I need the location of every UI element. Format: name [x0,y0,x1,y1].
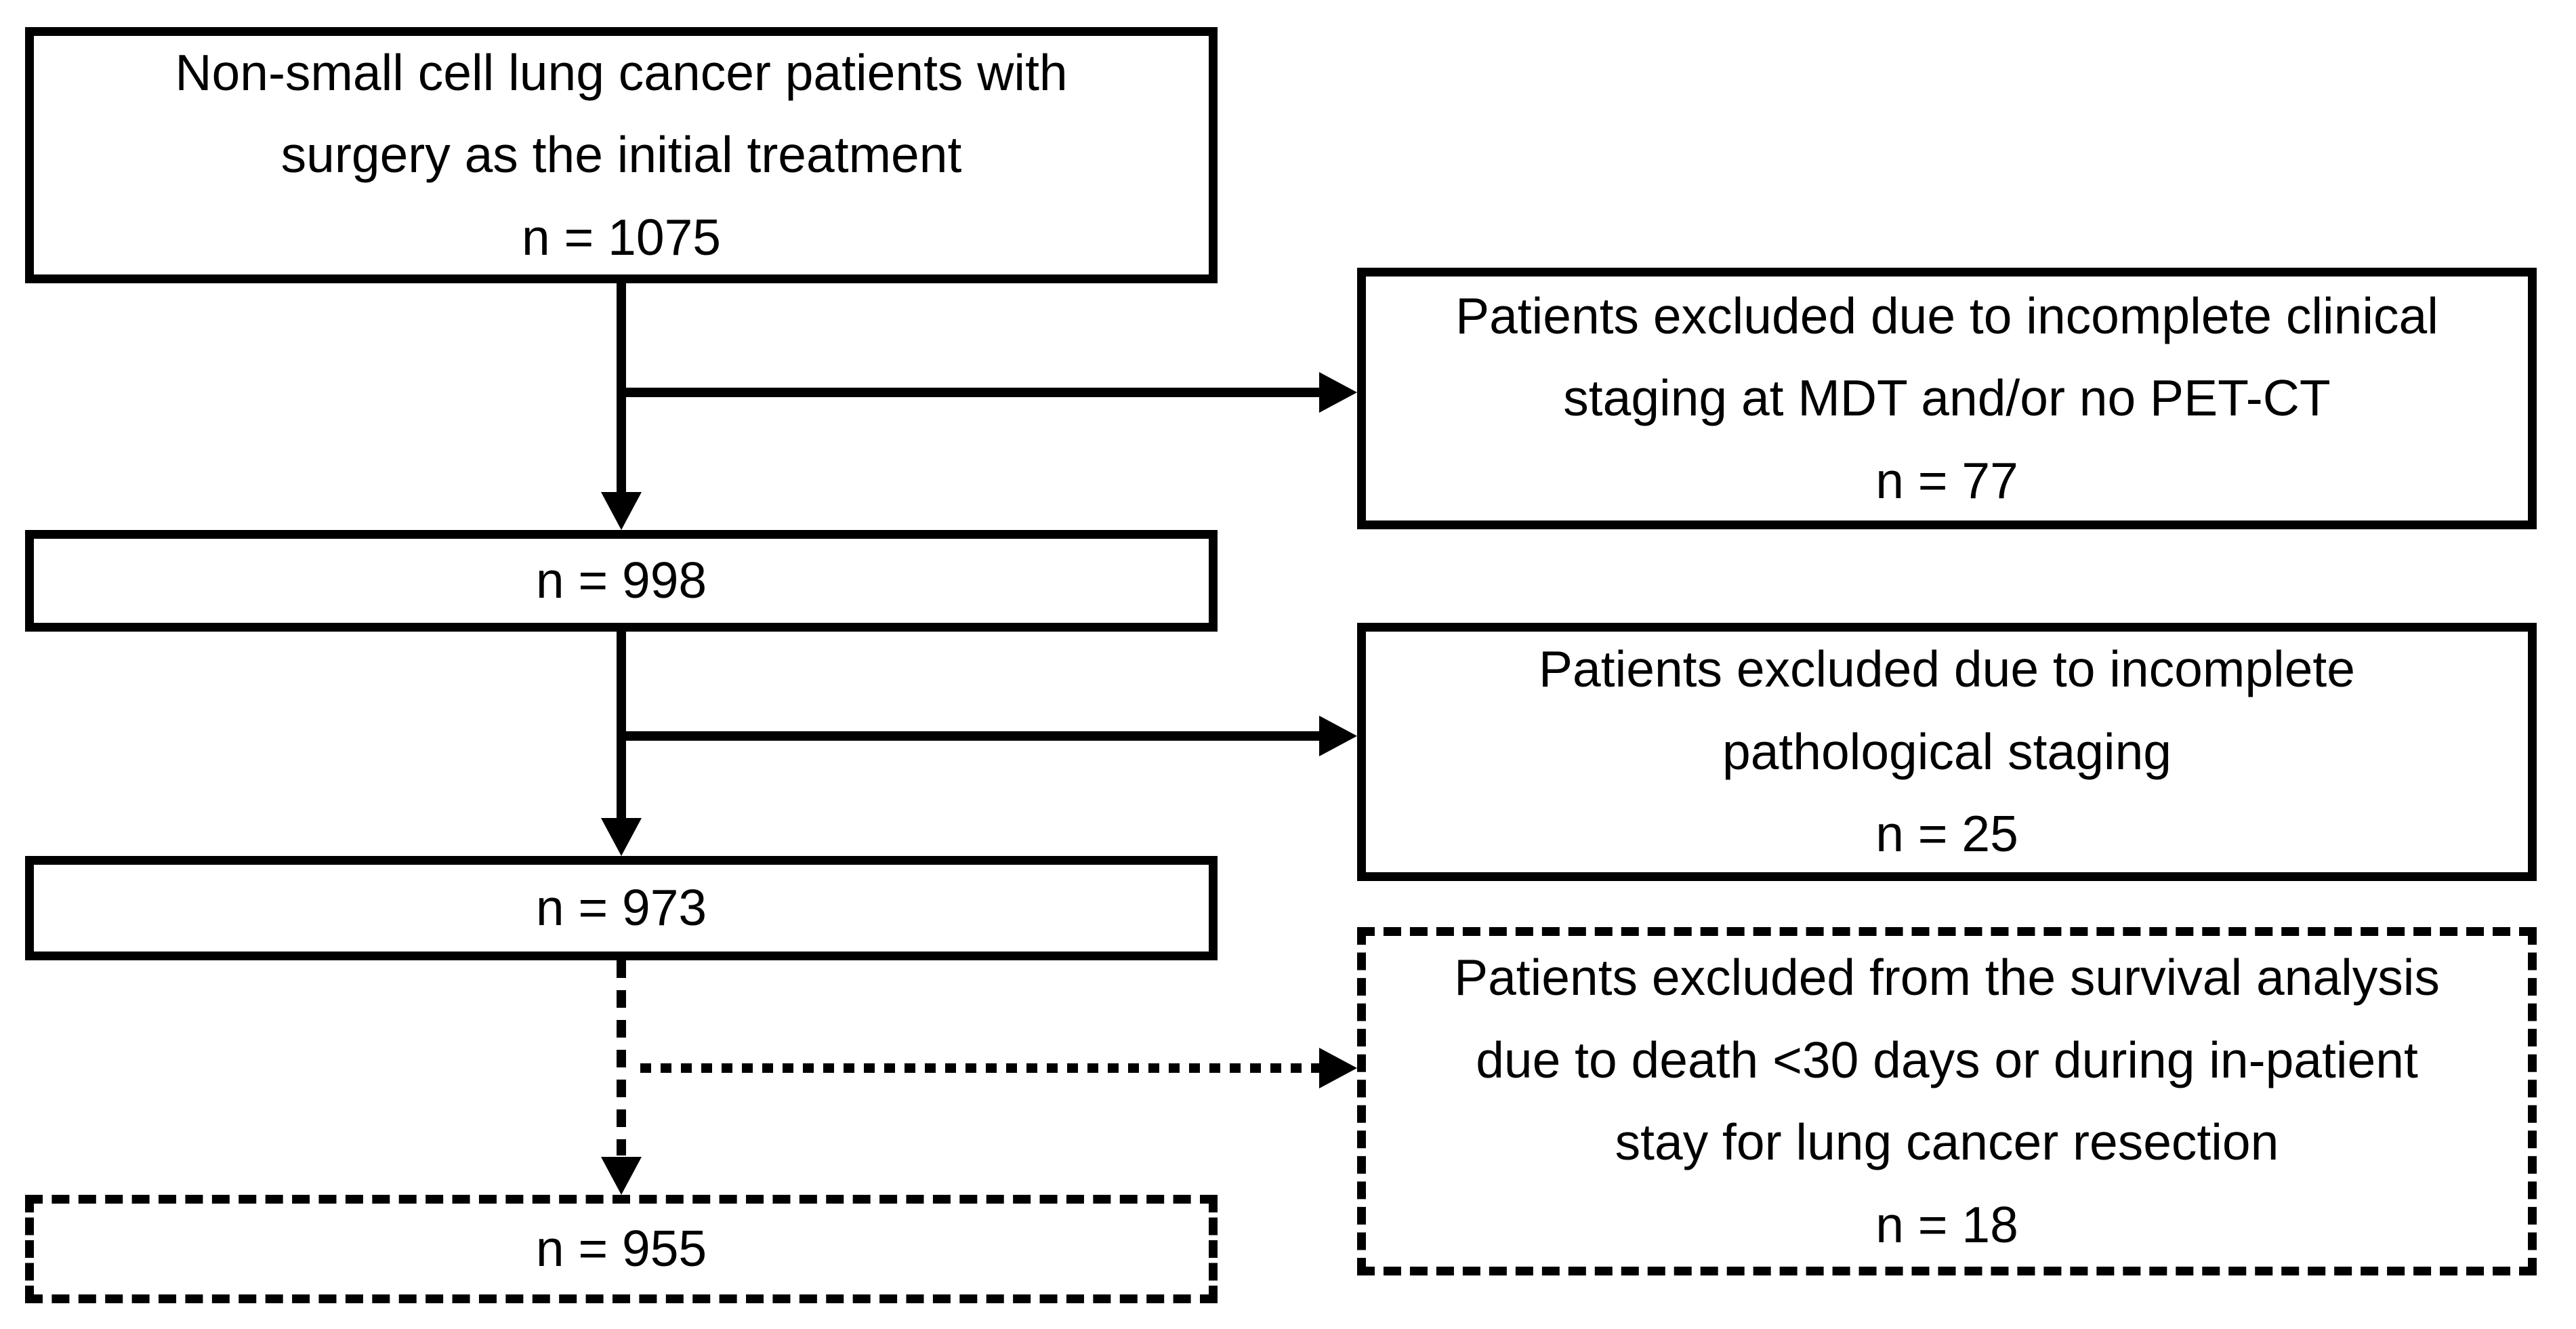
node-after-clinical-staging: n = 998 [25,530,1218,632]
node-text-line: due to death <30 days or during in-patie… [1476,1031,2418,1088]
node-survival-cohort: n = 955 [25,1195,1218,1303]
node-after-pathological-staging: n = 973 [25,856,1218,960]
node-text-line: pathological staging [1722,722,2172,780]
arrow-shaft-branch-excluded-clinical [621,388,1322,397]
node-excluded-pathological-staging: Patients excluded due to incomplete path… [1357,623,2537,881]
arrowhead-down-icon [601,818,642,856]
node-text-line: Patients excluded due to incomplete [1539,640,2355,698]
node-text-line: staging at MDT and/or no PET-CT [1563,369,2331,427]
node-excluded-clinical-staging: Patients excluded due to incomplete clin… [1357,268,2537,529]
node-text-line: Patients excluded from the survival anal… [1454,949,2440,1006]
arrowhead-right-icon [1319,716,1357,756]
dashed-arrow-shaft-973-to-955 [617,960,626,1156]
arrowhead-right-icon [1319,1048,1357,1088]
node-count: n = 18 [1875,1195,2018,1253]
node-excluded-survival-analysis: Patients excluded from the survival anal… [1357,927,2537,1275]
node-text-line: surgery as the initial treatment [281,126,962,184]
node-text-line: Non-small cell lung cancer patients with [175,43,1068,101]
dashed-arrow-shaft-branch-excluded-survival [640,1063,1319,1073]
arrow-shaft-branch-excluded-pathological [621,731,1322,741]
node-count: n = 25 [1875,805,2018,863]
node-initial-cohort: Non-small cell lung cancer patients with… [25,27,1218,283]
node-text-line: stay for lung cancer resection [1615,1113,2279,1170]
node-text-line: Patients excluded due to incomplete clin… [1455,287,2438,344]
node-count: n = 77 [1875,451,2018,509]
arrowhead-down-icon [601,1157,642,1195]
node-count: n = 973 [535,879,707,937]
arrowhead-right-icon [1319,372,1357,413]
arrowhead-down-icon [601,492,642,530]
node-count: n = 955 [535,1220,707,1277]
node-count: n = 1075 [521,208,722,266]
node-count: n = 998 [535,552,707,609]
arrow-shaft-998-to-973 [617,632,626,821]
